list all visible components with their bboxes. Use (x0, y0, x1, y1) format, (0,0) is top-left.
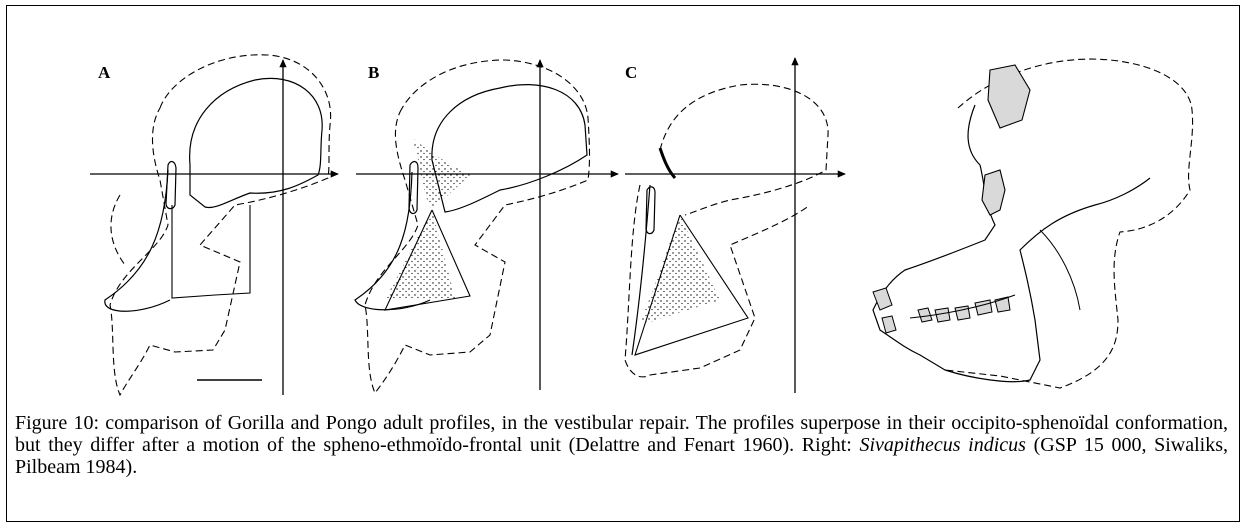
stipple-area-c (640, 215, 720, 325)
panel-c: C (624, 57, 846, 393)
tooth-row-line (909, 294, 1016, 319)
skull-outline-dashed-lower-c (624, 184, 811, 378)
stipple-area-upper-b (410, 135, 470, 210)
nasal-shaded (981, 169, 1006, 216)
mandible-ramus-line (1039, 229, 1081, 311)
profile-dashed-curve-a (110, 194, 126, 266)
cranium-outline-dashed (944, 58, 1194, 389)
figure-frame (6, 5, 1240, 522)
stipple-area-lower-b (385, 210, 455, 300)
skull-outline-solid-b (431, 84, 588, 213)
skull-outline-dashed-a (109, 54, 332, 397)
sivapithecus-skull (872, 58, 1194, 389)
vestibule-a (165, 161, 177, 210)
panel-label-a: A (98, 63, 111, 82)
caption-species-name: Sivapithecus indicus (859, 434, 1026, 456)
facial-triangle-b (384, 209, 471, 311)
skull-outline-dashed-upper-c (659, 83, 829, 216)
frontal-segment-c (658, 147, 677, 179)
face-outline-solid-a (104, 169, 171, 312)
cranium-outline-solid (872, 104, 1151, 383)
caption-text-part1: Figure 10: comparison of Gorilla and Pon… (15, 412, 1228, 456)
skull-outline-solid-a (189, 77, 323, 209)
facial-triangle-a (171, 205, 251, 299)
vestibule-c (645, 186, 656, 235)
panel-a: A (90, 54, 339, 397)
panel-label-b: B (368, 63, 379, 82)
canine-shaded (881, 315, 897, 334)
face-outline-solid-b (354, 171, 431, 311)
panel-label-c: C (625, 63, 637, 82)
incisor-shaded (872, 287, 893, 311)
skull-outline-dashed-b (364, 59, 591, 395)
facial-triangle-c (634, 214, 749, 356)
face-outline-solid-c (631, 184, 651, 356)
vestibule-b (408, 161, 419, 215)
caption-text-part2: (GSP 15 000, Siwaliks, Pilbeam 1984). (15, 434, 1228, 478)
orbit-shaded (987, 64, 1031, 129)
figure-caption: Figure 10: comparison of Gorilla and Pon… (15, 412, 1228, 478)
panel-b: B (354, 59, 619, 395)
